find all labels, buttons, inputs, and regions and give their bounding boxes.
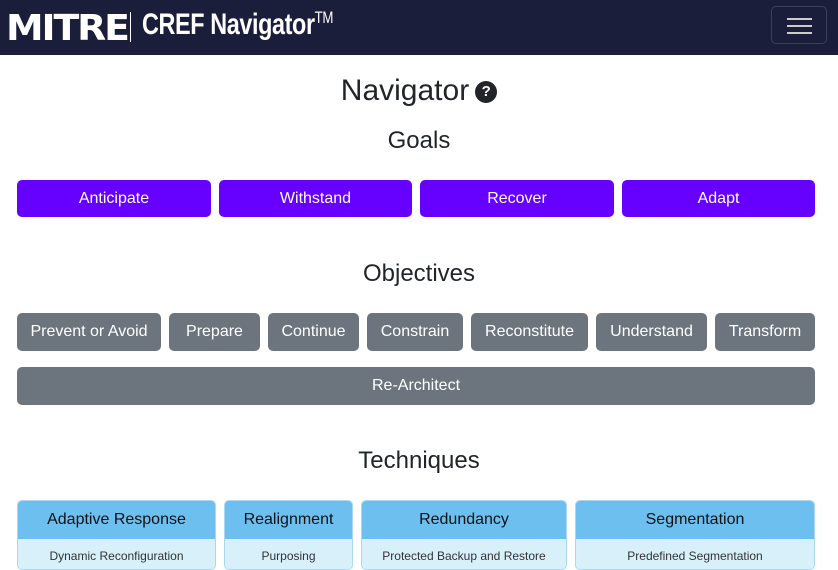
objective-re-architect-button[interactable]: Re-Architect	[17, 367, 815, 405]
brand-text: CREF Navigator	[142, 8, 315, 41]
approach-item[interactable]: Dynamic Reconfiguration	[18, 539, 215, 569]
hamburger-icon	[787, 32, 812, 34]
approach-item[interactable]: Predefined Segmentation	[576, 539, 814, 569]
page-title: Navigator?	[0, 74, 838, 108]
technique-realignment[interactable]: Realignment	[225, 501, 352, 539]
goal-recover-button[interactable]: Recover	[420, 180, 614, 217]
technique-adaptive-response[interactable]: Adaptive Response	[18, 501, 215, 539]
objective-understand-button[interactable]: Understand	[596, 313, 707, 351]
menu-toggle-button[interactable]	[771, 6, 827, 44]
hamburger-icon	[787, 25, 812, 27]
approach-item[interactable]: Purposing	[225, 539, 352, 569]
title-text: Navigator	[340, 74, 470, 107]
objective-prepare-button[interactable]: Prepare	[169, 313, 260, 351]
goal-withstand-button[interactable]: Withstand	[219, 180, 412, 217]
goal-anticipate-button[interactable]: Anticipate	[17, 180, 211, 217]
approach-item[interactable]: Protected Backup and Restore	[362, 539, 566, 569]
objectives-heading: Objectives	[362, 260, 476, 287]
hamburger-icon	[787, 18, 812, 20]
objective-prevent-or-avoid-button[interactable]: Prevent or Avoid	[17, 313, 161, 351]
technique-card: Redundancy Protected Backup and Restore	[361, 500, 567, 570]
technique-card: Segmentation Predefined Segmentation	[575, 500, 815, 570]
help-icon[interactable]: ?	[475, 81, 498, 103]
technique-card: Adaptive Response Dynamic Reconfiguratio…	[17, 500, 216, 570]
objective-continue-button[interactable]: Continue	[268, 313, 359, 351]
technique-card: Realignment Purposing	[224, 500, 353, 570]
goals-heading: Goals	[387, 127, 451, 154]
mitre-logo[interactable]: MITRE	[6, 8, 130, 49]
goal-adapt-button[interactable]: Adapt	[622, 180, 815, 217]
technique-segmentation[interactable]: Segmentation	[576, 501, 814, 539]
navbar: MITRE CREF NavigatorTM	[0, 0, 838, 55]
techniques-heading: Techniques	[358, 447, 480, 474]
objective-constrain-button[interactable]: Constrain	[367, 313, 463, 351]
divider	[130, 12, 131, 42]
technique-redundancy[interactable]: Redundancy	[362, 501, 566, 539]
objective-reconstitute-button[interactable]: Reconstitute	[471, 313, 588, 351]
objective-transform-button[interactable]: Transform	[715, 313, 815, 351]
brand-title[interactable]: CREF NavigatorTM	[142, 8, 333, 42]
trademark: TM	[314, 8, 334, 27]
